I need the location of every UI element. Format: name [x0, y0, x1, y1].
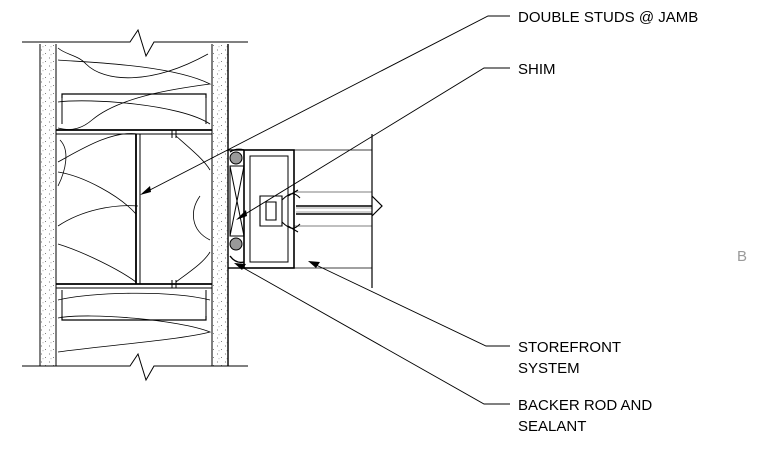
- glass-break: [371, 195, 383, 217]
- backer-rod-top: [229, 151, 243, 165]
- batt-insulation: [57, 47, 212, 353]
- label-backer-rod-line1: BACKER ROD AND: [518, 397, 652, 414]
- left-board: [40, 44, 56, 366]
- right-board: [212, 44, 228, 366]
- label-storefront-line2: SYSTEM: [518, 360, 580, 377]
- leader-arrowheads: [140, 186, 320, 270]
- double-studs: [135, 130, 177, 288]
- label-double-studs: DOUBLE STUDS @ JAMB: [518, 9, 698, 26]
- backer-rod-bottom: [229, 237, 243, 251]
- leader-double-studs: [145, 15, 510, 193]
- top-break-line: [22, 28, 248, 58]
- glazing-stop: [259, 189, 301, 233]
- sealant-bottom: [229, 255, 245, 264]
- leader-shim: [241, 67, 510, 217]
- frame-inner: [249, 155, 289, 263]
- storefront-frame: [228, 134, 383, 288]
- label-shim: SHIM: [518, 61, 556, 78]
- lower-stud: [56, 283, 212, 321]
- leader-backer-rod: [239, 265, 510, 405]
- detail-marker: B: [737, 248, 747, 265]
- bottom-break-line: [22, 352, 248, 382]
- wall-section: [22, 28, 248, 382]
- label-storefront-line1: STOREFRONT: [518, 339, 621, 356]
- sealant-top: [229, 148, 245, 153]
- frame-outer: [243, 149, 295, 269]
- shim: [229, 165, 245, 237]
- leader-storefront: [313, 263, 510, 347]
- upper-stud: [56, 93, 212, 135]
- leader-lines: [145, 15, 510, 405]
- label-backer-rod-line2: SEALANT: [518, 418, 586, 435]
